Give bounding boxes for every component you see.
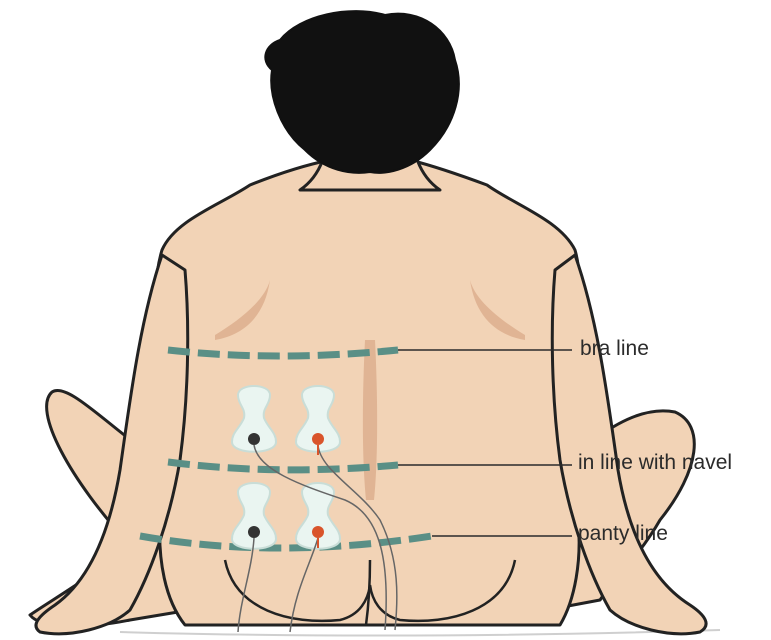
- hair: [265, 11, 459, 173]
- panty-line-label: panty line: [578, 522, 668, 546]
- bra-line-label: bra line: [580, 337, 649, 361]
- floor-line: [120, 630, 720, 636]
- spine-shadow: [363, 340, 377, 500]
- negative-lead-connector: [248, 526, 260, 538]
- positive-lead-connector: [312, 433, 324, 445]
- navel-line-label: in line with navel: [578, 451, 732, 475]
- positive-lead-connector: [312, 526, 324, 538]
- negative-lead-connector: [248, 433, 260, 445]
